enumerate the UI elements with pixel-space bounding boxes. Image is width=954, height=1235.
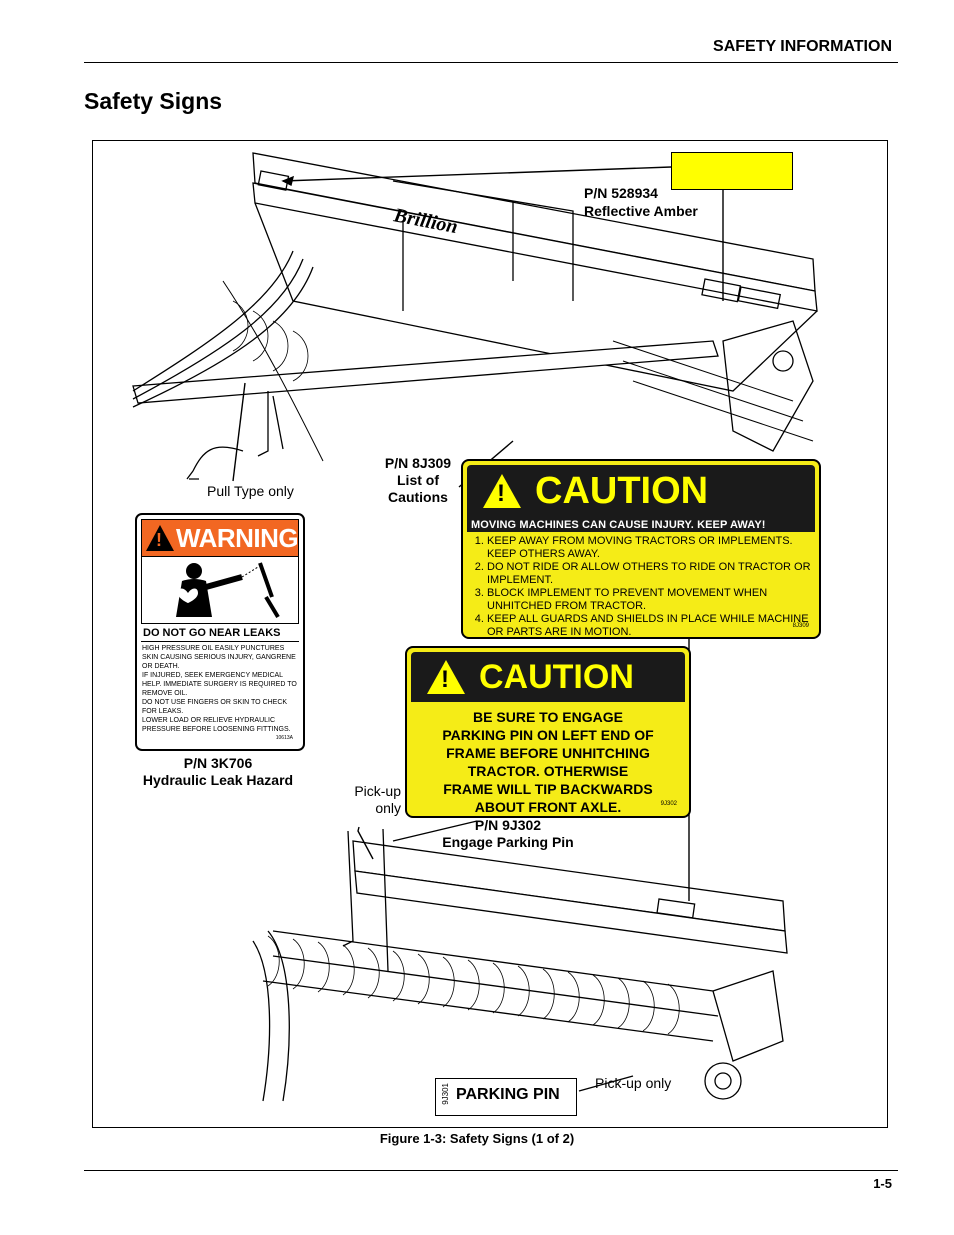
page-number: 1-5: [873, 1176, 892, 1191]
caution-items: KEEP AWAY FROM MOVING TRACTORS OR IMPLEM…: [463, 535, 819, 639]
section-header: SAFETY INFORMATION: [713, 38, 892, 55]
reflective-amber-sign: [671, 152, 793, 190]
list-item: KEEP AWAY FROM MOVING TRACTORS OR IMPLEM…: [487, 535, 819, 561]
footer-rule: [84, 1170, 898, 1171]
warning-sign: ! WARNING DO NOT GO NEAR LEAKS HIGH PRES…: [135, 513, 305, 751]
sign-code: 10613A: [275, 735, 293, 741]
list-item: BLOCK IMPLEMENT TO PREVENT MOVEMENT WHEN…: [487, 587, 819, 613]
decal-label: PARKING PIN: [456, 1086, 560, 1103]
figure-caption: Figure 1-3: Safety Signs (1 of 2): [379, 1131, 575, 1146]
parking-pin-decal: 9J301 PARKING PIN: [435, 1078, 577, 1116]
machine-illustration: Brillion: [132, 152, 818, 1102]
amber-desc: Reflective Amber: [584, 203, 698, 219]
caution-parking-text: BE SURE TO ENGAGE PARKING PIN ON LEFT EN…: [442, 709, 654, 815]
sign-code: 9J302: [660, 801, 677, 807]
header-rule: [84, 62, 898, 63]
caution-headline: MOVING MACHINES CAN CAUSE INJURY. KEEP A…: [467, 517, 815, 532]
parking-pn: P/N 9J302 Engage Parking Pin: [442, 817, 574, 850]
pull-type-label: Pull Type only: [207, 483, 294, 499]
hydraulic-injury-pictogram: [141, 557, 299, 624]
figure-safety-signs: Brillion: [92, 140, 888, 1128]
list-cautions-pn: P/N 8J309 List of Cautions: [384, 455, 452, 505]
caution-list-sign: ! CAUTION MOVING MACHINES CAN CAUSE INJU…: [461, 459, 821, 639]
pickup-only-top: Pick-up only: [354, 783, 401, 816]
caution-parking-sign: ! CAUTION BE SURE TO ENGAGE PARKING PIN …: [405, 646, 691, 818]
list-item: DO NOT RIDE OR ALLOW OTHERS TO RIDE ON T…: [487, 561, 819, 587]
pickup-only-bottom: Pick-up only: [595, 1075, 672, 1091]
caution-header: ! CAUTION: [411, 652, 685, 702]
list-item: KEEP ALL GUARDS AND SHIELDS IN PLACE WHI…: [487, 613, 819, 639]
exclamation-icon: !: [146, 525, 174, 551]
sign-code: 8J309: [792, 623, 809, 629]
warning-subtitle: DO NOT GO NEAR LEAKS: [141, 624, 299, 642]
exclamation-icon: !: [483, 474, 521, 508]
decal-code: 9J301: [441, 1083, 450, 1105]
warning-header: ! WARNING: [141, 519, 299, 557]
warning-pn: P/N 3K706 Hydraulic Leak Hazard: [142, 755, 294, 788]
caution-header: ! CAUTION: [467, 465, 815, 517]
warning-text: HIGH PRESSURE OIL EASILY PUNCTURES SKIN …: [142, 645, 297, 733]
exclamation-icon: !: [427, 660, 465, 694]
amber-pn: P/N 528934: [584, 185, 658, 201]
page-title: Safety Signs: [84, 88, 223, 114]
